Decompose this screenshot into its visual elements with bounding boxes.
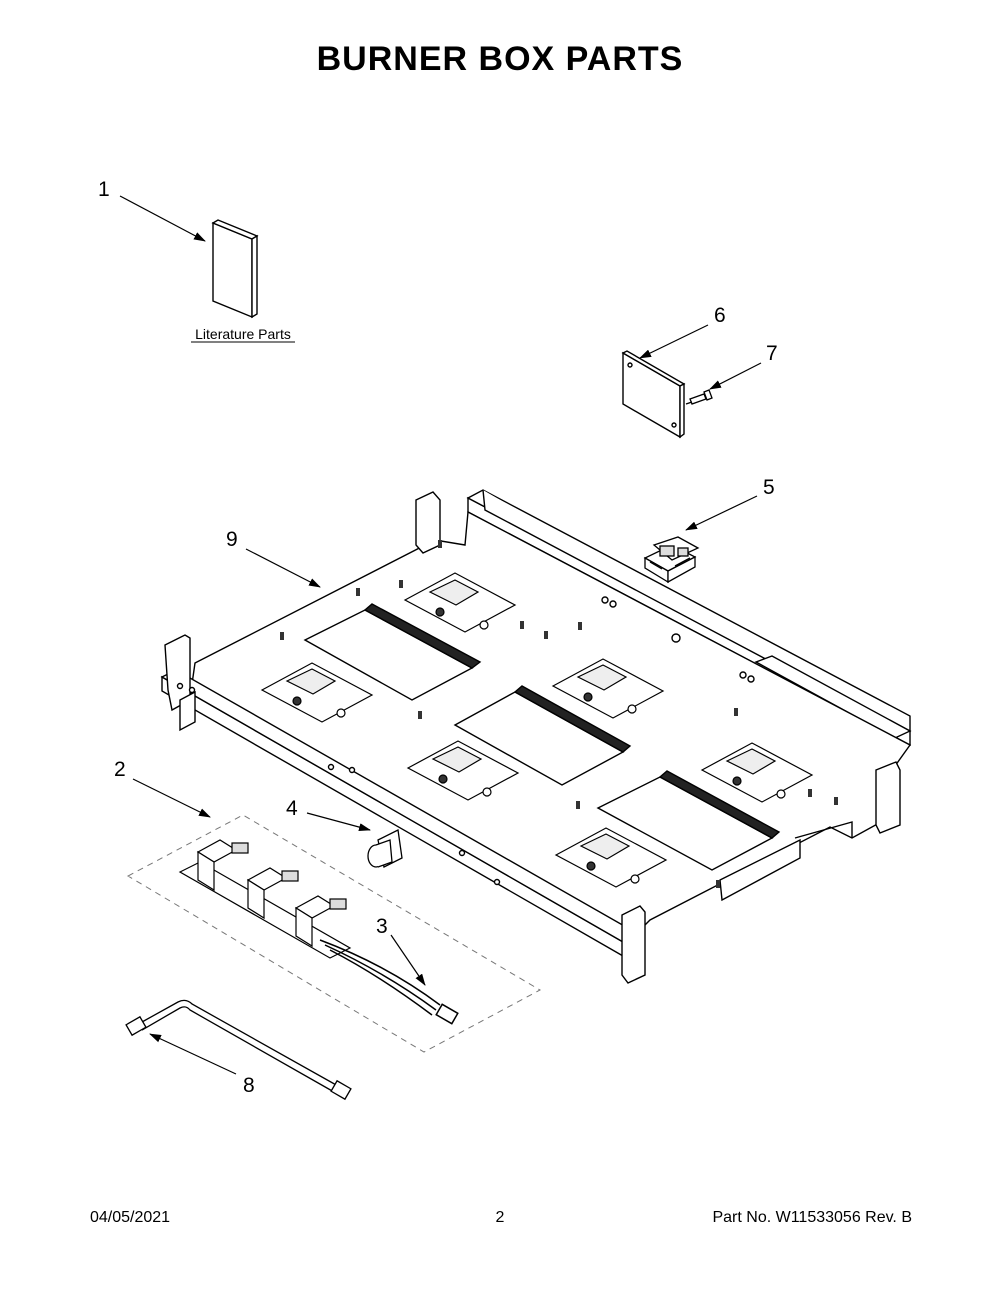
- valve-1: [196, 839, 249, 892]
- callout-5: 5: [763, 476, 775, 499]
- burner-pad-2: [260, 662, 374, 723]
- burner-pad-6: [554, 827, 668, 888]
- callout-9: 9: [226, 528, 238, 551]
- burner-mount-pads: [260, 572, 814, 888]
- literature-parts-booklet: [211, 219, 259, 319]
- footer-date: 04/05/2021: [90, 1209, 171, 1226]
- mounting-studs: [280, 540, 838, 888]
- gas-inlet-fitting: [367, 829, 403, 868]
- valve-manifold: [178, 839, 352, 959]
- burner-pad-5: [700, 742, 814, 803]
- burner-pad-3: [551, 658, 665, 719]
- callout-7: 7: [766, 342, 778, 365]
- callout-2: 2: [114, 758, 126, 781]
- callout-3: 3: [376, 915, 388, 938]
- gas-tube: [125, 999, 352, 1101]
- footer-page-number: 2: [495, 1209, 505, 1226]
- wire-harness: [319, 939, 459, 1025]
- callout-4: 4: [286, 797, 298, 820]
- callout-6: 6: [714, 304, 726, 327]
- page-title: BURNER BOX PARTS: [316, 40, 684, 78]
- burner-pad-1: [403, 572, 517, 633]
- callout-8: 8: [243, 1074, 255, 1097]
- bracket-plate: [621, 350, 686, 439]
- valve-assembly-dashed-outline: [126, 814, 542, 1053]
- footer-part-number: Part No. W11533056 Rev. B: [712, 1209, 912, 1226]
- literature-parts-label: Literature Parts: [195, 326, 291, 342]
- callout-1: 1: [98, 178, 110, 201]
- burner-pad-4: [406, 740, 520, 801]
- valve-3: [294, 895, 347, 948]
- valve-2: [246, 867, 299, 920]
- burner-box: [160, 489, 912, 984]
- screw: [685, 389, 713, 405]
- callout-arrows: [119, 195, 762, 1075]
- ignition-module: [643, 536, 700, 584]
